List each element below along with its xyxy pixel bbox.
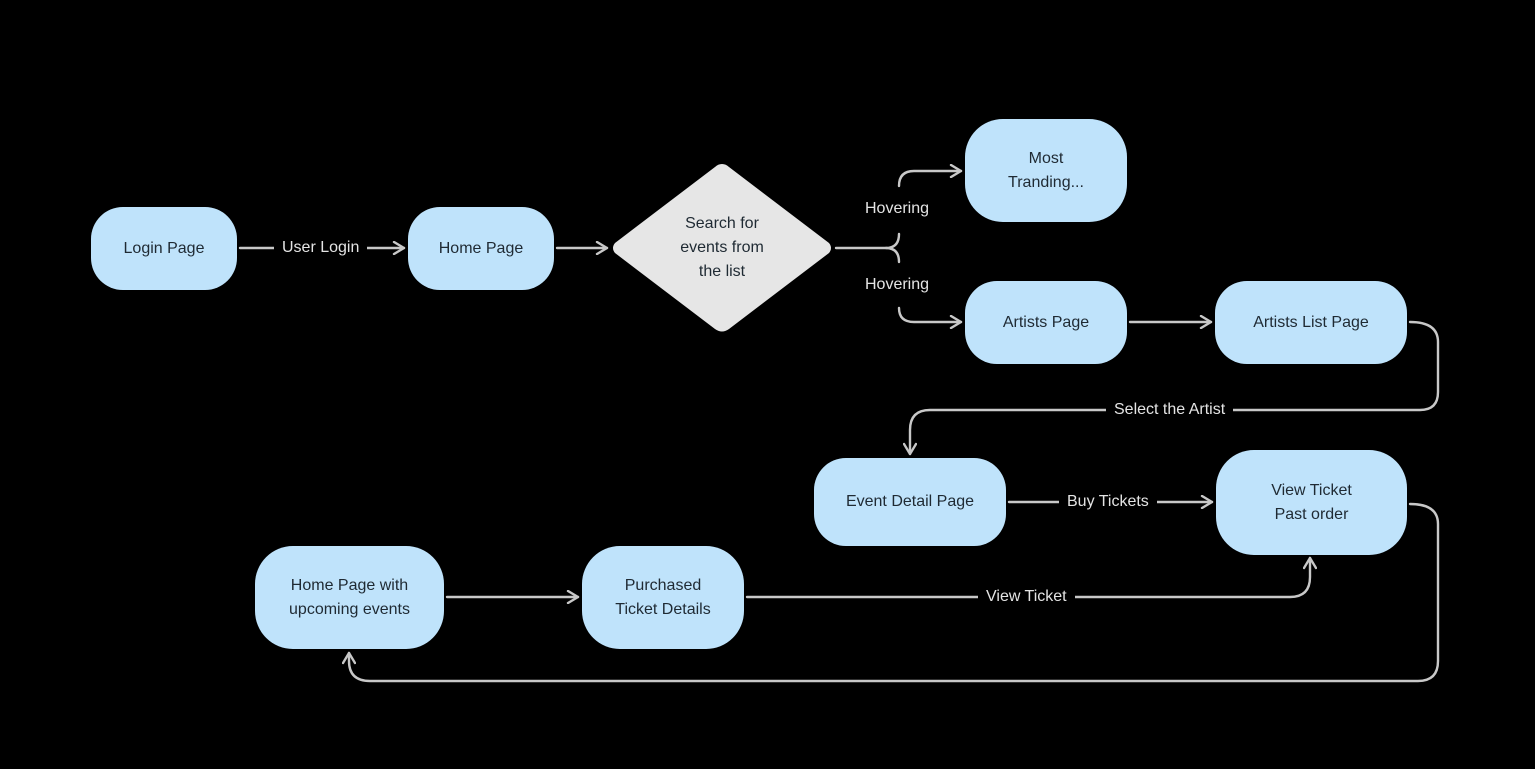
edge-label-hovering-top: Hovering [857, 199, 938, 219]
node-artists-list-page[interactable]: Artists List Page [1215, 281, 1407, 364]
edge-purchased-to-view-ticket [745, 556, 1310, 599]
node-home-page-label: Home Page [438, 239, 524, 257]
node-login-page-label: Login Page [123, 239, 205, 257]
edge-label-hovering-bottom: Hovering [857, 275, 938, 295]
edge-decision-branch [834, 232, 901, 250]
edge-branch-to-artists [897, 306, 963, 322]
node-artists-page[interactable]: Artists Page [965, 281, 1127, 364]
node-view-ticket-past-order-label: View Ticket Past order [1271, 481, 1352, 523]
decision-diamond[interactable] [613, 164, 831, 332]
node-home-page-upcoming[interactable]: Home Page with upcoming events [255, 546, 444, 649]
node-home-page-upcoming-label: Home Page with upcoming events [289, 576, 410, 618]
edge-list-to-event [910, 320, 1440, 456]
edge-view-ticket-to-home-upcoming [349, 502, 1440, 683]
edge-label-view-ticket: View Ticket [978, 587, 1075, 607]
edge-label-buy-tickets: Buy Tickets [1059, 492, 1157, 512]
node-purchased-ticket-details-label: Purchased Ticket Details [615, 576, 711, 618]
edge-label-user-login: User Login [274, 238, 368, 258]
node-event-detail-page-label: Event Detail Page [845, 493, 975, 510]
node-view-ticket-past-order[interactable]: View Ticket Past order [1216, 450, 1407, 555]
node-artists-page-label: Artists Page [1002, 313, 1090, 331]
node-artists-list-page-label: Artists List Page [1253, 313, 1369, 331]
node-purchased-ticket-details[interactable]: Purchased Ticket Details [582, 546, 744, 649]
node-home-page[interactable]: Home Page [408, 207, 554, 290]
node-most-trending-label: Most Tranding... [1008, 149, 1084, 191]
decision-label: Search for events from the list [680, 215, 764, 280]
node-login-page[interactable]: Login Page [91, 207, 237, 290]
node-event-detail-page[interactable]: Event Detail Page [814, 458, 1006, 546]
edge-branch-to-most-trending [897, 171, 963, 188]
edge-label-select-artist: Select the Artist [1106, 400, 1234, 420]
edge-branch-lower [884, 246, 901, 264]
node-most-trending[interactable]: Most Tranding... [965, 119, 1127, 222]
